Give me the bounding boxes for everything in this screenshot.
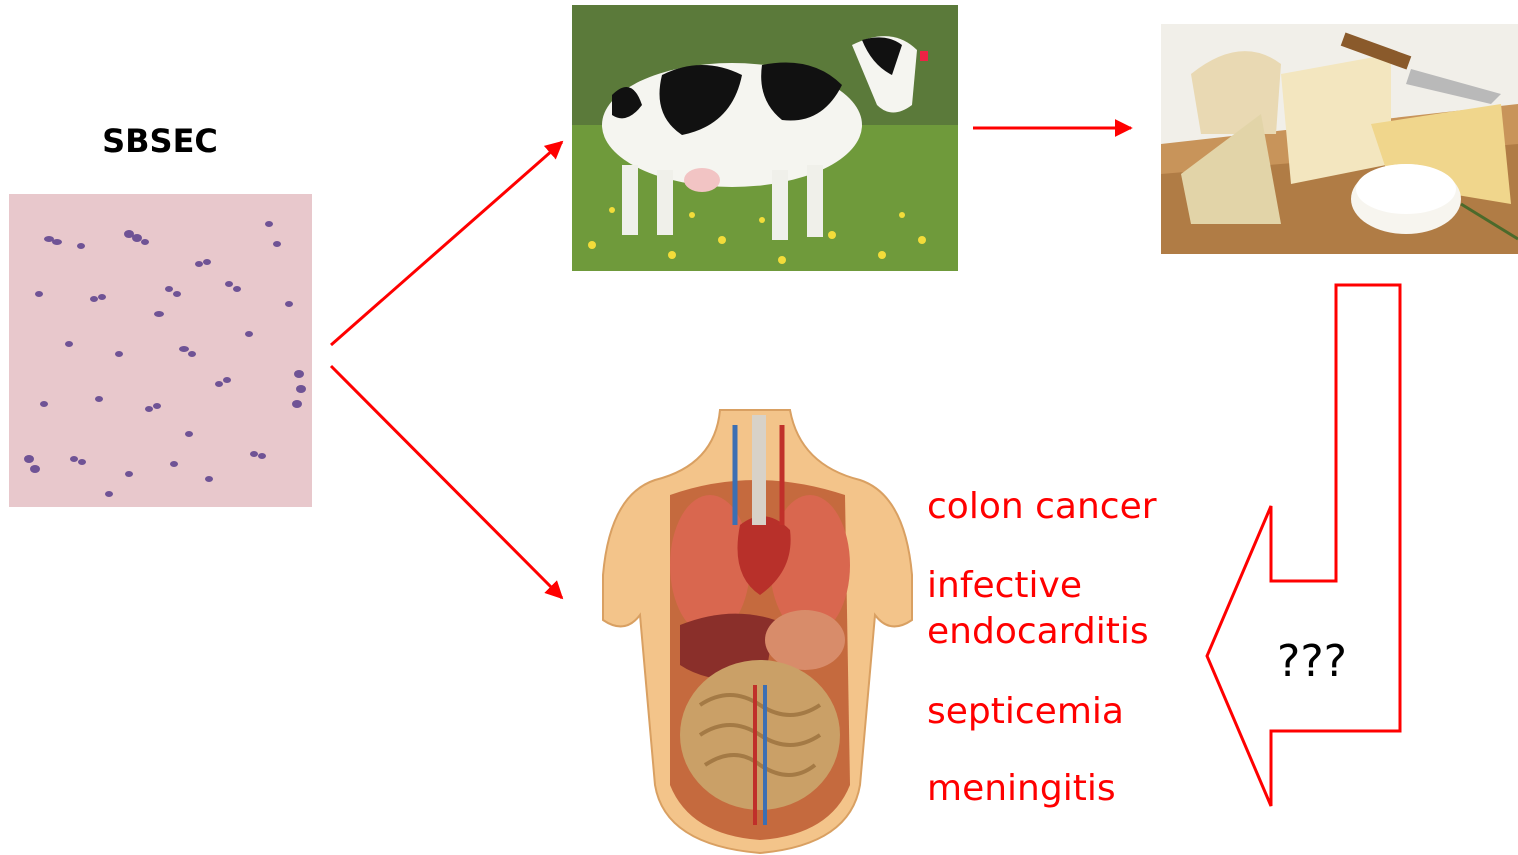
- disease-meningitis: meningitis: [927, 766, 1116, 812]
- arrow-to-body: [331, 366, 562, 598]
- arrow-to-cow: [331, 142, 562, 345]
- unknown-pathway-label: ???: [1262, 636, 1362, 687]
- disease-colon-cancer: colon cancer: [927, 484, 1157, 530]
- disease-septicemia: septicemia: [927, 689, 1124, 735]
- uturn-arrow-shape: [1207, 285, 1400, 806]
- disease-infective-endocarditis: infective endocarditis: [927, 563, 1187, 655]
